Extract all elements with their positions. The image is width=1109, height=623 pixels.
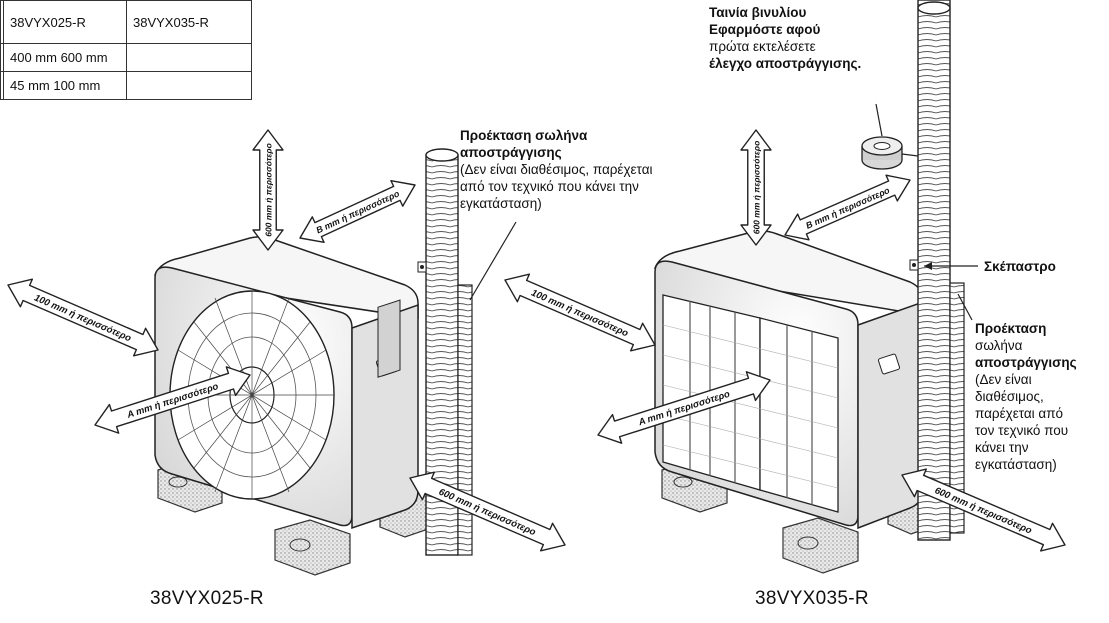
unit-2-drain-note-6: εγκατάσταση) [975, 457, 1057, 472]
cover-label-text: Σκέπαστρο [984, 259, 1056, 274]
tape-label-line-2: Εφαρμόστε αφού [709, 22, 821, 37]
arrow-shape [7, 278, 159, 357]
spec-table-cell [126, 43, 252, 72]
unit-1-model-caption: 38VYX025-R [150, 588, 264, 609]
arrow-shape [784, 174, 911, 241]
arrow-label: 100 mm ή περισσότερο [32, 293, 132, 345]
unit-2-drain-extension-label: Προέκταση σωλήνα αποστράγγισης (Δεν είνα… [975, 320, 1107, 473]
arrow-label: 600 mm ή περισσότερο [264, 143, 274, 237]
spec-table-cell [126, 71, 252, 100]
arrow-label: 100 mm ή περισσότερο [529, 288, 629, 340]
unit-2-drain-note-1: (Δεν είναι [975, 372, 1032, 387]
vinyl-tape-label: Ταινία βινυλίου Εφαρμόστε αφού πρώτα εκτ… [709, 4, 939, 72]
clearance-arrow-2-back: B mm ή περισσότερο [784, 174, 911, 241]
spec-table-cell: 400 mm 600 mm [3, 43, 127, 72]
arrow-shape [597, 371, 771, 444]
unit-2-drain-label-line-1: Προέκταση [975, 321, 1047, 336]
clearance-arrow-1-back: B mm ή περισσότερο [299, 179, 416, 244]
spec-table: 38VYX025-R 38VYX035-R 400 mm 600 mm 45 m… [0, 0, 252, 100]
tape-label-line-3: πρώτα εκτελέσετε [709, 39, 816, 54]
unit-2-drain-pipe [909, 0, 965, 541]
unit-2-model-caption: 38VYX035-R [755, 588, 869, 609]
unit-2-drain-note-2: διαθέσιμος, [975, 389, 1044, 404]
arrow-label: B mm ή περισσότερο [804, 185, 891, 231]
spec-table-row: 45 mm 100 mm [0, 71, 252, 100]
arrow-shape [252, 129, 284, 251]
clearance-arrow-1-top: 600 mm ή περισσότερο [252, 129, 284, 251]
arrow-label: B mm ή περισσότερο [314, 188, 401, 235]
spec-table-row: 400 mm 600 mm [0, 43, 252, 72]
spec-table-header-model-2: 38VYX035-R [126, 0, 252, 44]
spec-table-cell: 45 mm 100 mm [3, 71, 127, 100]
unit-2-drain-label-line-3: αποστράγγισης [975, 355, 1077, 370]
vinyl-tape-roll [861, 136, 919, 170]
tape-label-line-1: Ταινία βινυλίου [709, 5, 807, 20]
spec-table-header-model-1: 38VYX025-R [3, 0, 127, 44]
clearance-arrow-1-left: 100 mm ή περισσότερο [7, 278, 159, 357]
clearance-arrow-2-top: 600 mm ή περισσότερο [740, 129, 772, 246]
arrow-shape [409, 471, 566, 552]
unit-1-drawing [154, 148, 517, 576]
spec-table-header-row: 38VYX025-R 38VYX035-R [0, 0, 252, 44]
unit-2-drain-note-4: τον τεχνικό που [975, 423, 1069, 438]
unit-1-drain-label-note: (Δεν είναι διαθέσιμος, παρέχεται από τον… [460, 162, 653, 211]
arrow-shape [299, 179, 416, 244]
arrow-shape [901, 468, 1066, 552]
arrow-shape [504, 273, 656, 352]
arrow-shape [94, 366, 251, 434]
unit-1-drain-extension-label: Προέκταση σωλήνα αποστράγγισης (Δεν είνα… [460, 127, 660, 212]
tape-label-line-4: έλεγχο αποστράγγισης. [709, 56, 862, 71]
unit-2-drain-note-5: κάνει την [975, 440, 1029, 455]
arrow-label: 600 mm ή περισσότερο [752, 141, 762, 235]
arrow-shape [740, 129, 772, 246]
unit-2-drain-note-3: παρέχεται από [975, 406, 1064, 421]
unit-2-drain-label-line-2: σωλήνα [975, 338, 1023, 353]
unit-1-drain-label-bold: Προέκταση σωλήνα αποστράγγισης [460, 128, 588, 160]
cover-label: Σκέπαστρο [984, 258, 1056, 275]
clearance-arrow-2-left: 100 mm ή περισσότερο [504, 273, 656, 352]
